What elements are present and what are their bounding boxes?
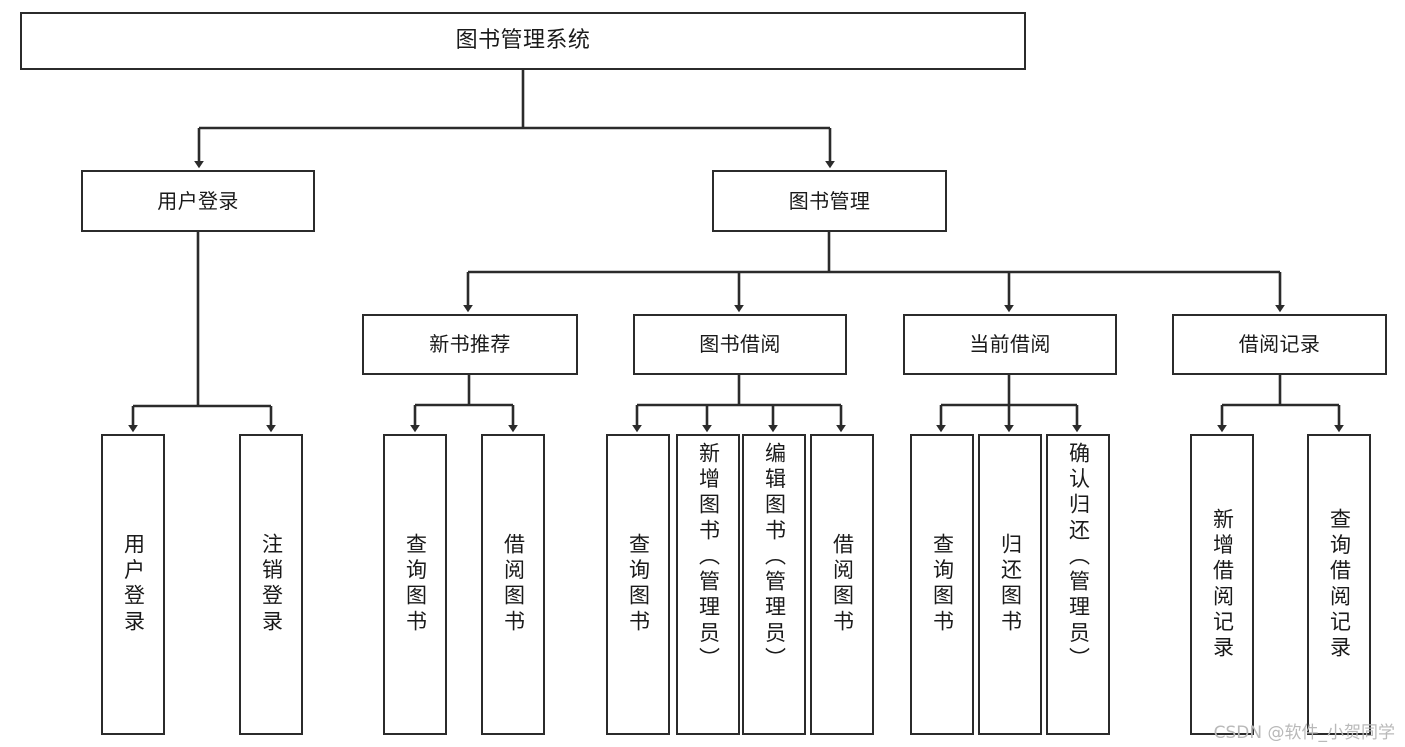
node-label: 注销登录 — [259, 533, 284, 636]
node-label: 确认归还（管理员） — [1066, 442, 1091, 673]
leaf-edit-book-admin[interactable]: 编辑图书（管理员） — [742, 434, 806, 735]
leaf-borrow-books[interactable]: 借阅图书 — [810, 434, 874, 735]
leaf-add-book-admin[interactable]: 新增图书（管理员） — [676, 434, 740, 735]
node-label: 查询图书 — [626, 533, 651, 636]
leaf-confirm-return-admin[interactable]: 确认归还（管理员） — [1046, 434, 1110, 735]
node-current-borrowing[interactable]: 当前借阅 — [903, 314, 1117, 375]
node-label: 查询图书 — [930, 533, 955, 636]
node-label: 图书借阅 — [699, 332, 781, 356]
node-label: 新增借阅记录 — [1210, 507, 1235, 662]
node-user-login[interactable]: 用户登录 — [81, 170, 315, 232]
node-book-borrowing[interactable]: 图书借阅 — [633, 314, 847, 375]
csdn-watermark: CSDN @软件_小贺同学 — [1213, 723, 1395, 743]
leaf-user-login[interactable]: 用户登录 — [101, 434, 165, 735]
leaf-borrow-books-recommend[interactable]: 借阅图书 — [481, 434, 545, 735]
leaf-query-books-current[interactable]: 查询图书 — [910, 434, 974, 735]
leaf-query-books-recommend[interactable]: 查询图书 — [383, 434, 447, 735]
leaf-query-borrow-record[interactable]: 查询借阅记录 — [1307, 434, 1371, 735]
node-label: 新增图书（管理员） — [696, 442, 721, 673]
node-root-book-management-system[interactable]: 图书管理系统 — [20, 12, 1026, 70]
node-label: 用户登录 — [121, 533, 146, 636]
node-label: 编辑图书（管理员） — [762, 442, 787, 673]
node-label: 图书管理系统 — [455, 28, 591, 54]
leaf-logout[interactable]: 注销登录 — [239, 434, 303, 735]
node-label: 归还图书 — [998, 533, 1023, 636]
leaf-return-books[interactable]: 归还图书 — [978, 434, 1042, 735]
node-label: 借阅图书 — [830, 533, 855, 636]
node-label: 借阅图书 — [501, 533, 526, 636]
node-label: 新书推荐 — [429, 332, 511, 356]
node-new-book-recommendation[interactable]: 新书推荐 — [362, 314, 578, 375]
node-label: 查询借阅记录 — [1327, 507, 1352, 662]
node-label: 借阅记录 — [1238, 332, 1321, 356]
leaf-add-borrow-record[interactable]: 新增借阅记录 — [1190, 434, 1254, 735]
node-label: 用户登录 — [157, 188, 239, 213]
leaf-query-books-borrow[interactable]: 查询图书 — [606, 434, 670, 735]
node-label: 查询图书 — [403, 533, 428, 636]
node-borrowing-records[interactable]: 借阅记录 — [1172, 314, 1387, 375]
node-label: 当前借阅 — [969, 332, 1051, 356]
node-label: 图书管理 — [788, 188, 871, 213]
node-book-management[interactable]: 图书管理 — [712, 170, 947, 232]
